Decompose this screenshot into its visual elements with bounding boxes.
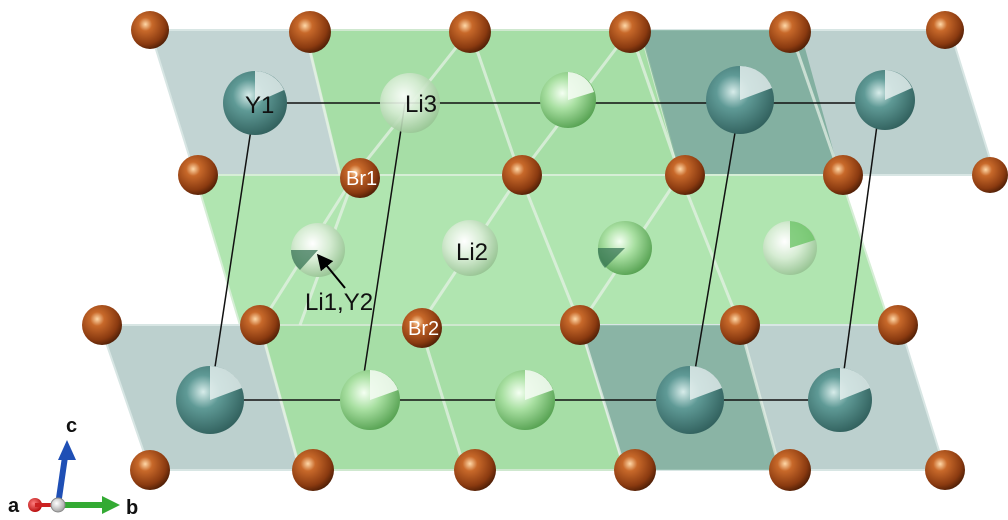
br-atom bbox=[769, 449, 811, 491]
li-atom-bottom-2 bbox=[340, 370, 400, 430]
label-br2: Br2 bbox=[408, 318, 439, 340]
atom-labels: Y1 Li3 Br1 Li2 Li1,Y2 Br2 bbox=[245, 91, 488, 340]
li2-atom bbox=[442, 220, 498, 276]
br-atom bbox=[878, 305, 918, 345]
br-atom bbox=[131, 11, 169, 49]
br-atom bbox=[449, 11, 491, 53]
br-atom bbox=[130, 450, 170, 490]
br-atom bbox=[665, 155, 705, 195]
br-atom bbox=[609, 11, 651, 53]
label-li3: Li3 bbox=[405, 91, 437, 118]
y-atom-top-5 bbox=[855, 70, 915, 130]
c-axis-arrowhead bbox=[58, 440, 76, 460]
y-atom-bottom-4 bbox=[656, 365, 724, 434]
label-y1: Y1 bbox=[245, 92, 274, 119]
br-atom bbox=[926, 11, 964, 49]
label-li2: Li2 bbox=[456, 239, 488, 266]
axis-label-b: b bbox=[126, 497, 138, 519]
br-atom bbox=[289, 11, 331, 53]
br-atom bbox=[925, 450, 965, 490]
y-atom-bottom-5 bbox=[808, 367, 872, 432]
axis-label-c: c bbox=[66, 415, 77, 437]
y-atom-top-4 bbox=[706, 65, 774, 134]
y1-atom bbox=[223, 71, 287, 135]
br2-atom bbox=[402, 308, 442, 348]
br-atom bbox=[769, 11, 811, 53]
li-atom-middle-4 bbox=[763, 221, 817, 275]
li-atom-top-3 bbox=[540, 72, 596, 128]
li3-atom bbox=[380, 73, 440, 133]
br-atom bbox=[82, 305, 122, 345]
y-atom-bottom-1 bbox=[176, 365, 244, 434]
br-atom bbox=[560, 305, 600, 345]
br1-atom bbox=[340, 158, 380, 198]
b-axis-arrowhead bbox=[102, 496, 120, 514]
li-atom-middle-3 bbox=[597, 221, 652, 275]
br-atom bbox=[454, 449, 496, 491]
label-br1: Br1 bbox=[346, 168, 377, 190]
br-atom bbox=[240, 305, 280, 345]
label-li1-y2: Li1,Y2 bbox=[305, 289, 373, 316]
br-atom bbox=[972, 157, 1008, 193]
atoms-br bbox=[82, 11, 1008, 491]
pointer-arrow bbox=[316, 253, 346, 289]
br-atom bbox=[292, 449, 334, 491]
atoms-y-li bbox=[176, 65, 915, 434]
axis-label-a: a bbox=[8, 495, 20, 517]
br-atom bbox=[178, 155, 218, 195]
origin-icon bbox=[50, 497, 66, 513]
br-atom bbox=[614, 449, 656, 491]
axis-indicator: c a b bbox=[8, 415, 138, 519]
br-atom bbox=[502, 155, 542, 195]
li-atom-bottom-3 bbox=[495, 370, 555, 430]
br-atom bbox=[823, 155, 863, 195]
br-atom bbox=[720, 305, 760, 345]
li1-y2-atom bbox=[291, 223, 345, 277]
